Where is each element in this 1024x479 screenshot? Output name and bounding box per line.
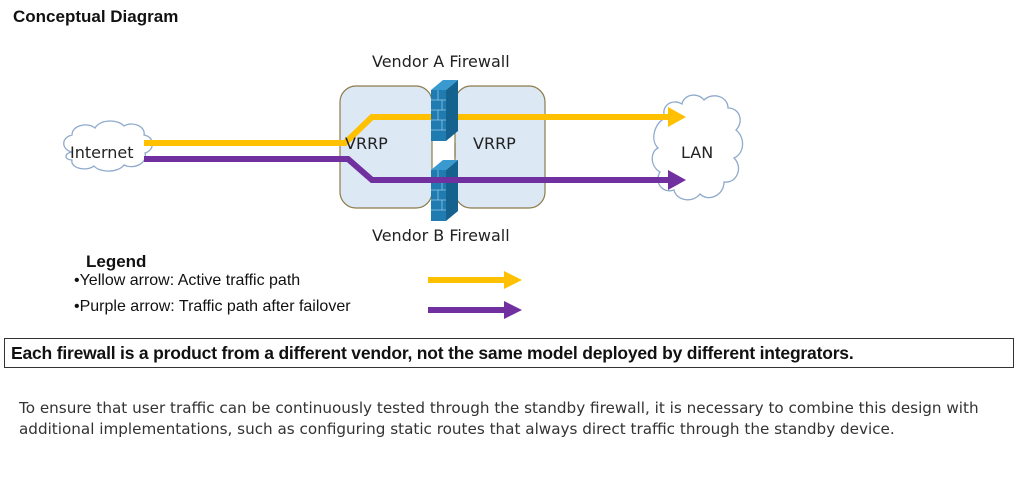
vrrp-left-label: VRRP (345, 134, 388, 153)
legend-item-failover: •Purple arrow: Traffic path after failov… (74, 298, 351, 315)
legend-purple-arrowhead (504, 301, 522, 319)
explanation-paragraph: To ensure that user traffic can be conti… (19, 399, 979, 438)
firewall-a-label: Vendor A Firewall (372, 52, 510, 71)
failover-path-arrowhead (668, 170, 686, 190)
failover-path-arrow (144, 156, 672, 183)
page-title: Conceptual Diagram (13, 7, 179, 26)
legend-yellow-arrowhead (504, 271, 522, 289)
firewall-b-label: Vendor B Firewall (372, 226, 510, 245)
legend-title: Legend (86, 252, 147, 271)
active-path-arrowhead (668, 107, 686, 127)
legend-item-active: •Yellow arrow: Active traffic path (74, 272, 301, 289)
firewall-a-icon (431, 80, 458, 141)
lan-label: LAN (681, 143, 714, 162)
note-box: Each firewall is a product from a differ… (4, 338, 1014, 368)
network-diagram (63, 80, 744, 319)
internet-label: Internet (70, 143, 134, 162)
active-path-arrow (144, 114, 672, 146)
vrrp-right-label: VRRP (473, 134, 516, 153)
firewall-b-icon (431, 160, 458, 221)
